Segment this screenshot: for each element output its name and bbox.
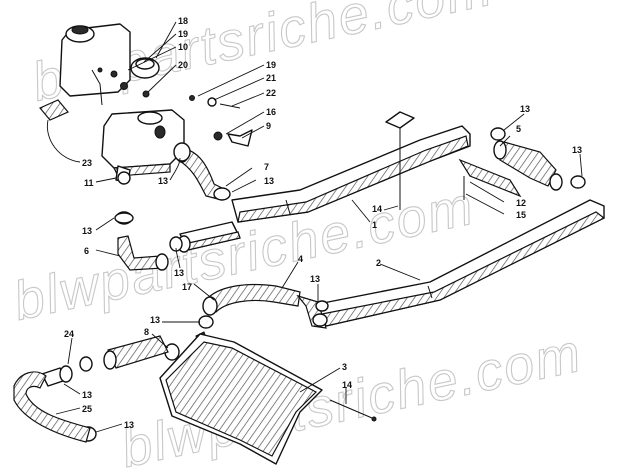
callout-14-b: 14 [342,380,352,390]
callout-19-b: 19 [266,60,276,70]
callout-7: 7 [264,162,269,172]
callout-8: 8 [144,327,149,337]
decal [39,99,69,121]
callout-19: 19 [178,29,188,39]
callout-13-g: 13 [310,274,320,284]
callout-numbers: 18 19 10 20 19 21 22 16 9 23 11 13 7 13 … [64,16,582,430]
callout-6: 6 [84,246,89,256]
callout-4: 4 [298,254,303,264]
heat-exchanger-3 [159,333,323,465]
callout-5: 5 [516,124,521,134]
rod [329,399,377,422]
callout-13-c: 13 [82,226,92,236]
callout-18: 18 [178,16,188,26]
callout-13-f: 13 [572,145,582,155]
callout-12: 12 [516,198,526,208]
callout-10: 10 [178,42,188,52]
callout-13-b: 13 [264,176,274,186]
callout-13-h: 13 [150,315,160,325]
callout-22: 22 [266,88,276,98]
callout-13-e: 13 [520,104,530,114]
hose-8 [103,335,169,370]
callout-13-i: 13 [82,390,92,400]
callout-13-d: 13 [174,268,184,278]
bracket [458,158,522,198]
callout-3: 3 [342,362,347,372]
callout-14-a: 14 [372,204,382,214]
callout-25: 25 [82,404,92,414]
callout-13-j: 13 [124,420,134,430]
callout-13-a: 13 [158,176,168,186]
callout-21: 21 [266,73,276,83]
callout-2: 2 [376,258,381,268]
hose-clamps [79,127,586,442]
heat-exchanger-1 [231,125,471,223]
callout-15: 15 [516,210,526,220]
hose-25 [13,371,91,443]
radiator-cap [110,57,160,98]
mounting-bolts [385,111,465,210]
callout-16: 16 [266,107,276,117]
hose-middle [202,283,328,329]
coolant-reservoir [59,23,131,106]
callout-24: 24 [64,329,74,339]
callout-20: 20 [178,60,188,70]
callout-23: 23 [82,158,92,168]
leader-lines [46,21,583,433]
hardware-washer-bolt [189,95,253,147]
callout-9: 9 [266,121,271,131]
callout-17: 17 [182,282,192,292]
callout-11: 11 [84,178,94,188]
hose-right [493,140,563,191]
filler-neck-tank [101,109,185,185]
callout-1: 1 [372,220,377,230]
